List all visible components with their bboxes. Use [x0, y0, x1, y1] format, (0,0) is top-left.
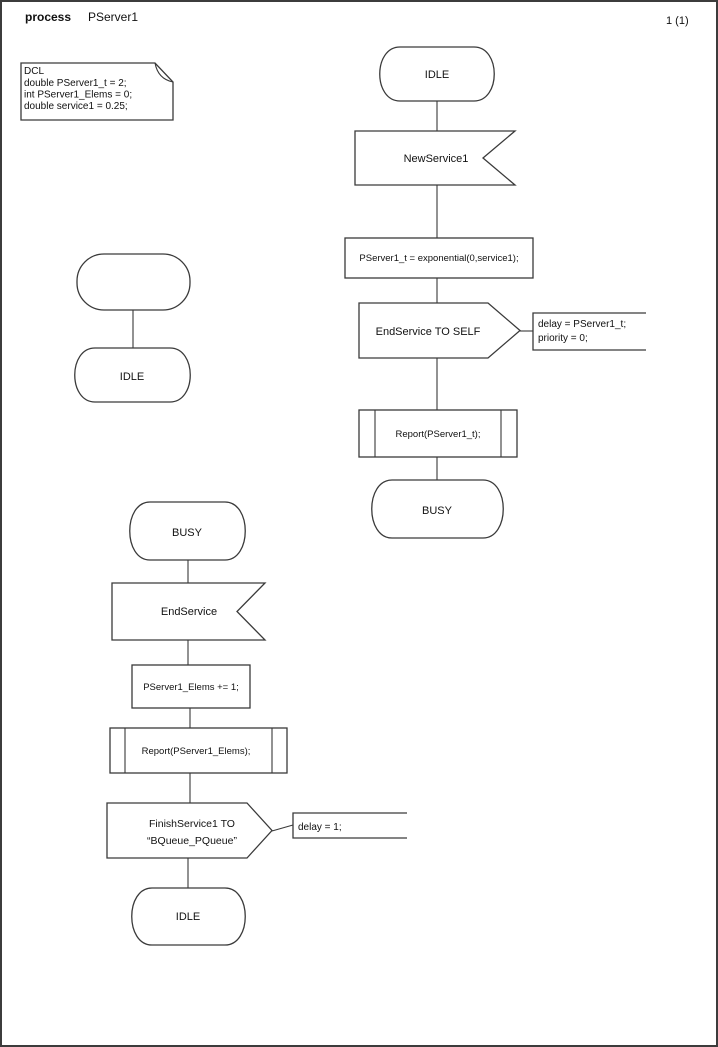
- comment-symbol-delay1[interactable]: delay = 1;: [292, 812, 407, 839]
- page-number: 1 (1): [666, 15, 689, 27]
- state-symbol-idle-start[interactable]: IDLE: [74, 347, 191, 403]
- input-label: NewService1: [404, 153, 469, 165]
- state-symbol-idle-bottom[interactable]: IDLE: [131, 887, 246, 946]
- process-name: PServer1: [88, 10, 138, 24]
- process-kind-label: process: [25, 10, 71, 24]
- dcl-line: int PServer1_Elems = 0;: [24, 90, 132, 101]
- comment-shape[interactable]: [292, 812, 407, 839]
- comment-connector: [271, 824, 294, 832]
- text-symbol-shape[interactable]: [20, 62, 174, 121]
- state-shape[interactable]: [379, 46, 495, 102]
- input-symbol-endservice[interactable]: EndService: [111, 582, 267, 641]
- input-shape[interactable]: [354, 130, 517, 186]
- input-symbol-newservice1[interactable]: NewService1: [354, 130, 517, 186]
- state-shape[interactable]: [371, 479, 504, 539]
- folded-corner-icon: [154, 62, 174, 83]
- output-label-line: “BQueue_PQueue”: [147, 835, 237, 847]
- task-shape[interactable]: [344, 237, 534, 279]
- task-label: PServer1_Elems += 1;: [143, 682, 239, 693]
- procedure-label: Report(PServer1_Elems);: [142, 746, 251, 757]
- procedure-symbol-report-t[interactable]: Report(PServer1_t);: [358, 409, 518, 458]
- comment-shape[interactable]: [532, 312, 646, 351]
- procedure-shape[interactable]: [358, 409, 518, 458]
- dcl-line: double PServer1_t = 2;: [24, 78, 127, 89]
- output-shape[interactable]: [106, 802, 273, 859]
- procedure-label: Report(PServer1_t);: [395, 429, 480, 440]
- procedure-symbol-report-elems[interactable]: Report(PServer1_Elems);: [109, 727, 288, 774]
- declarations-text-symbol[interactable]: DCL double PServer1_t = 2; int PServer1_…: [20, 62, 174, 121]
- start-symbol[interactable]: [76, 253, 191, 311]
- state-label: BUSY: [172, 527, 203, 539]
- state-shape[interactable]: [129, 501, 246, 561]
- dcl-line: double service1 = 0.25;: [24, 101, 128, 112]
- task-symbol-increment[interactable]: PServer1_Elems += 1;: [131, 664, 251, 709]
- procedure-shape[interactable]: [109, 727, 288, 774]
- state-label: IDLE: [120, 371, 144, 383]
- comment-line: delay = 1;: [298, 822, 342, 833]
- state-label: IDLE: [176, 911, 200, 923]
- comment-line: delay = PServer1_t;: [538, 319, 626, 330]
- state-label: IDLE: [425, 69, 449, 81]
- input-shape[interactable]: [111, 582, 267, 641]
- start-fragment: IDLE: [74, 253, 191, 403]
- state-shape[interactable]: [74, 347, 191, 403]
- comment-symbol-delay-priority[interactable]: delay = PServer1_t; priority = 0;: [532, 312, 646, 351]
- output-symbol-finishservice1[interactable]: FinishService1 TO “BQueue_PQueue”: [106, 802, 273, 859]
- output-symbol-endservice-self[interactable]: EndService TO SELF: [358, 302, 521, 359]
- input-label: EndService: [161, 606, 217, 618]
- state-symbol-idle-top[interactable]: IDLE: [379, 46, 495, 102]
- end-service-flow: BUSY EndService PServer1_Elems += 1; Rep…: [106, 501, 407, 946]
- task-shape[interactable]: [131, 664, 251, 709]
- state-label: BUSY: [422, 505, 453, 517]
- output-label-line: FinishService1 TO: [149, 818, 235, 830]
- state-symbol-busy-right[interactable]: BUSY: [371, 479, 504, 539]
- service-flow: IDLE NewService1 PServer1_t = exponentia…: [344, 46, 646, 539]
- task-label: PServer1_t = exponential(0,service1);: [359, 253, 518, 264]
- output-shape[interactable]: [358, 302, 521, 359]
- state-shape[interactable]: [131, 887, 246, 946]
- output-label: EndService TO SELF: [376, 326, 481, 338]
- dcl-line: DCL: [24, 66, 44, 77]
- state-symbol-busy-left[interactable]: BUSY: [129, 501, 246, 561]
- task-symbol-exponential[interactable]: PServer1_t = exponential(0,service1);: [344, 237, 534, 279]
- comment-line: priority = 0;: [538, 333, 588, 344]
